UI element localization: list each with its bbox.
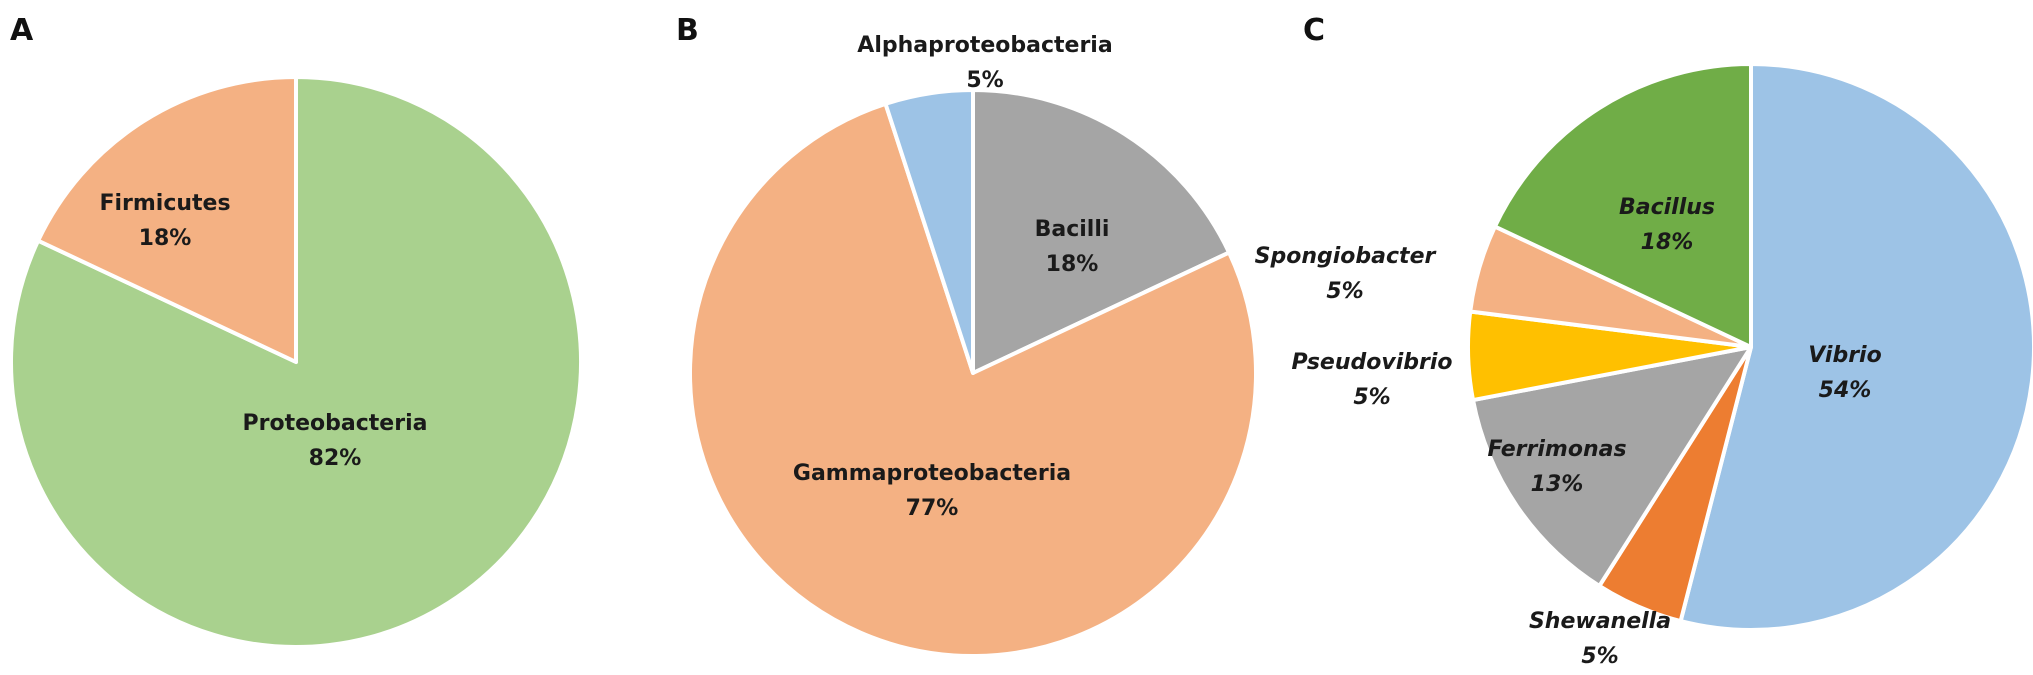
slice-percent-ferrimonas: 13% [1531, 472, 1584, 497]
panel-letter-c: C [1303, 13, 1325, 48]
slice-name-pseudovibrio: Pseudovibrio [1291, 350, 1452, 375]
slice-ferrimonas [1471, 345, 1753, 588]
panel-a: A Proteobacteria 82% Firmicutes 18% [9, 13, 583, 649]
slice-percent-proteobacteria: 82% [309, 446, 362, 471]
panel-b: B Bacilli 18% Gammaproteobacteria 77% Alphap… [676, 13, 1259, 658]
pie-chart-c: Vibrio 54% Shewanella 5% Ferrimonas 13% Pseudo… [1255, 62, 2033, 669]
slice-name-alphaproteobacteria: Alphaproteobacteria [857, 33, 1112, 58]
slice-name-proteobacteria: Proteobacteria [243, 411, 428, 436]
panel-c: C Vibrio 54% Shewanella 5% Ferrimonas 13% Pseu… [1255, 13, 2033, 669]
slice-percent-bacilli: 18% [1046, 252, 1099, 277]
slice-label-bacilli: Bacilli 18% [1035, 217, 1110, 277]
panel-letter-a: A [10, 13, 34, 48]
slice-label-gammaproteobacteria: Gammaproteobacteria 77% [793, 461, 1071, 521]
slice-percent-vibrio: 54% [1819, 378, 1872, 403]
slice-name-bacilli: Bacilli [1035, 217, 1110, 242]
slice-gammaproteobacteria [688, 101, 1259, 658]
slice-percent-bacillus: 18% [1641, 230, 1694, 255]
slice-name-gammaproteobacteria: Gammaproteobacteria [793, 461, 1071, 486]
panel-letter-b: B [676, 13, 699, 48]
slice-label-spongiobacter: Spongiobacter 5% [1255, 244, 1437, 304]
slice-vibrio [1678, 62, 2033, 632]
slice-percent-gammaproteobacteria: 77% [906, 496, 959, 521]
slice-label-bacillus: Bacillus 18% [1619, 195, 1715, 255]
slice-label-proteobacteria: Proteobacteria 82% [243, 411, 428, 471]
slice-name-ferrimonas: Ferrimonas [1487, 437, 1626, 462]
slice-name-bacillus: Bacillus [1619, 195, 1715, 220]
slice-name-firmicutes: Firmicutes [99, 191, 230, 216]
pie-chart-a: Proteobacteria 82% Firmicutes 18% [9, 75, 583, 649]
slice-percent-alphaproteobacteria: 5% [966, 68, 1003, 93]
slice-percent-firmicutes: 18% [139, 226, 192, 251]
slice-alphaproteobacteria [883, 88, 975, 375]
slice-name-vibrio: Vibrio [1808, 343, 1881, 368]
slice-name-shewanella: Shewanella [1529, 609, 1671, 634]
slice-label-shewanella: Shewanella 5% [1529, 609, 1671, 669]
slice-name-spongiobacter: Spongiobacter [1255, 244, 1437, 269]
slice-percent-pseudovibrio: 5% [1353, 385, 1390, 410]
pie-chart-b: Bacilli 18% Gammaproteobacteria 77% Alphapro… [688, 33, 1259, 658]
slice-label-vibrio: Vibrio 54% [1808, 343, 1881, 403]
slice-label-firmicutes: Firmicutes 18% [99, 191, 230, 251]
slice-percent-shewanella: 5% [1581, 644, 1618, 669]
slice-firmicutes [36, 75, 298, 364]
slice-bacilli [971, 88, 1232, 375]
slice-percent-spongiobacter: 5% [1326, 279, 1363, 304]
slice-label-ferrimonas: Ferrimonas 13% [1487, 437, 1626, 497]
slice-label-pseudovibrio: Pseudovibrio 5% [1291, 350, 1452, 410]
slice-bacillus [1492, 62, 1753, 349]
slice-label-alphaproteobacteria: Alphaproteobacteria 5% [857, 33, 1112, 93]
